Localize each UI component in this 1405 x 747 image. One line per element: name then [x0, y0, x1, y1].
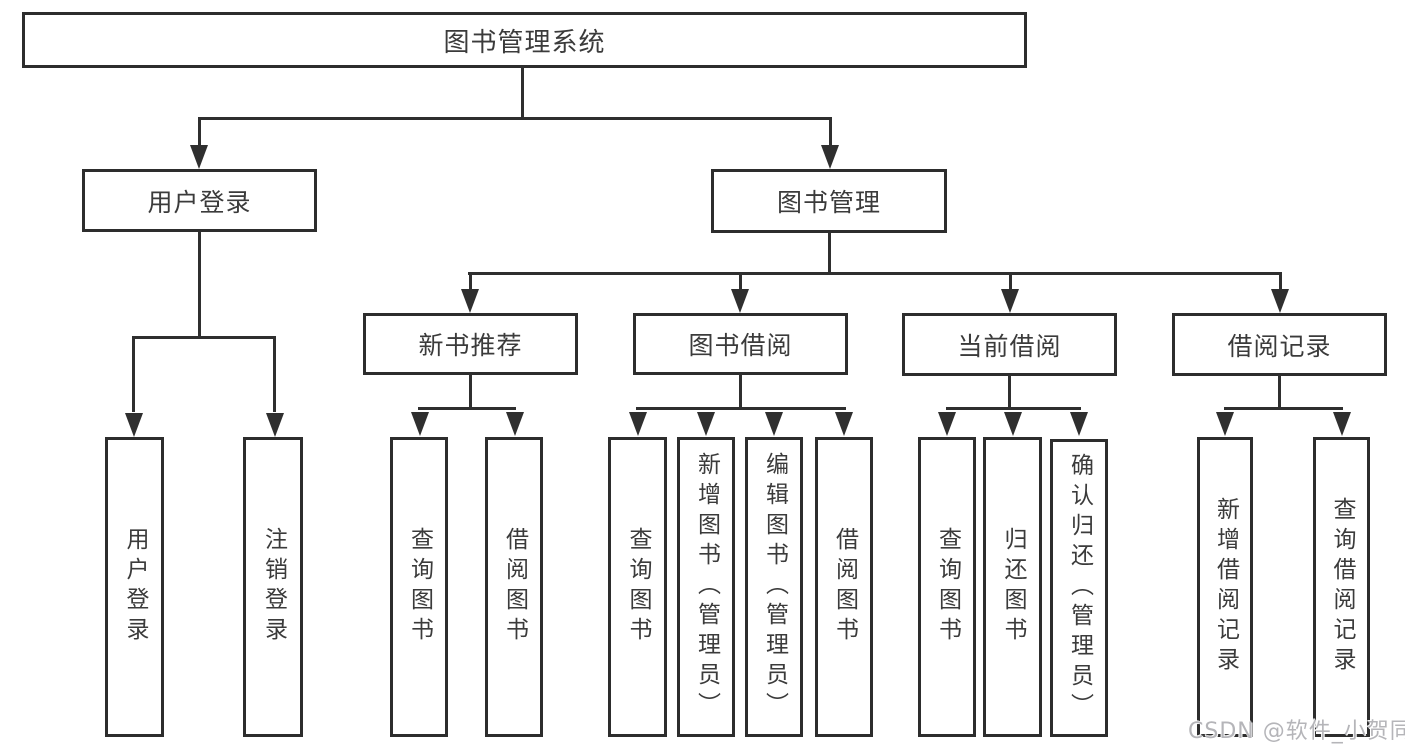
connector-recommend-vline [469, 374, 472, 410]
connector-root-left-stub [198, 119, 201, 147]
node-leaf-query-books-borrowing: 查询图书 [608, 437, 667, 737]
node-label: 借阅图书 [501, 527, 528, 647]
arrow-down-icon [938, 412, 956, 436]
node-leaf-query-books-current: 查询图书 [918, 437, 976, 737]
arrow-down-icon [125, 413, 143, 437]
node-label: 查询图书 [934, 527, 961, 647]
node-leaf-borrow-books-recommend: 借阅图书 [485, 437, 543, 737]
connector-login-left-stub [132, 338, 135, 412]
node-label: 图书管理系统 [443, 27, 606, 58]
node-label: 用户登录 [122, 527, 148, 647]
arrow-down-icon [1004, 412, 1022, 436]
arrow-down-icon [266, 413, 284, 437]
arrow-down-icon [765, 412, 783, 436]
connector-borrowing-hline [636, 407, 846, 410]
node-leaf-return-books: 归还图书 [983, 437, 1042, 737]
connector-mgmt-stub-4 [1279, 274, 1282, 291]
connector-root-hline [198, 117, 832, 120]
node-library-management-system: 图书管理系统 [22, 12, 1027, 68]
connector-login-vline [198, 231, 201, 338]
node-leaf-confirm-return-admin: 确认归还（管理员） [1050, 439, 1108, 737]
connector-login-hline [132, 336, 276, 339]
node-label: 归还图书 [1000, 527, 1026, 647]
connector-mgmt-stub-1 [469, 274, 472, 291]
arrow-down-icon [1001, 289, 1019, 313]
arrow-down-icon [629, 412, 647, 436]
node-label: 新书推荐 [418, 331, 523, 360]
node-leaf-borrow-books: 借阅图书 [815, 437, 873, 737]
connector-current-hline [946, 407, 1081, 410]
node-leaf-add-books-admin: 新增图书（管理员） [677, 437, 735, 737]
node-leaf-add-borrow-record: 新增借阅记录 [1197, 437, 1253, 737]
node-label: 编辑图书（管理员） [761, 452, 788, 722]
connector-records-hline [1224, 407, 1343, 410]
connector-mgmt-vline [828, 232, 831, 275]
node-leaf-query-borrow-record: 查询借阅记录 [1313, 437, 1370, 737]
connector-mgmt-stub-2 [739, 274, 742, 291]
connector-recommend-hline [418, 407, 516, 410]
node-label: 查询图书 [406, 527, 433, 647]
arrow-down-icon [1216, 412, 1234, 436]
node-label: 图书借阅 [688, 331, 793, 360]
arrow-down-icon [835, 412, 853, 436]
node-label: 注销登录 [260, 527, 287, 647]
arrow-down-icon [506, 412, 524, 436]
connector-records-vline [1278, 375, 1281, 410]
connector-root-right-stub [829, 119, 832, 147]
node-label: 确认归还（管理员） [1066, 453, 1093, 723]
connector-root-vline [521, 66, 524, 120]
node-label: 借阅记录 [1227, 331, 1332, 361]
node-label: 当前借阅 [957, 331, 1062, 361]
node-leaf-query-books-recommend: 查询图书 [390, 437, 448, 737]
node-label: 借阅图书 [831, 527, 858, 647]
node-label: 新增图书（管理员） [693, 452, 720, 722]
arrow-down-icon [461, 289, 479, 313]
arrow-down-icon [1070, 412, 1088, 436]
arrow-down-icon [1271, 289, 1289, 313]
node-book-management: 图书管理 [711, 169, 947, 233]
connector-borrowing-vline [739, 374, 742, 410]
arrow-down-icon [697, 412, 715, 436]
node-label: 图书管理 [776, 188, 881, 217]
connector-login-right-stub [273, 338, 276, 412]
arrow-down-icon [1333, 412, 1351, 436]
connector-current-vline [1008, 375, 1011, 410]
node-leaf-edit-books-admin: 编辑图书（管理员） [745, 437, 803, 737]
arrow-down-icon [731, 289, 749, 313]
node-book-borrowing: 图书借阅 [633, 313, 848, 375]
csdn-watermark: CSDN @软件_小贺同学 [1188, 719, 1405, 744]
node-label: 查询借阅记录 [1329, 497, 1355, 677]
arrow-down-icon [821, 145, 839, 169]
node-label: 用户登录 [147, 187, 252, 217]
arrow-down-icon [411, 412, 429, 436]
node-user-login-group: 用户登录 [82, 169, 317, 232]
arrow-down-icon [190, 145, 208, 169]
node-current-borrowing: 当前借阅 [902, 313, 1117, 376]
node-borrowing-records: 借阅记录 [1172, 313, 1387, 376]
node-leaf-logout: 注销登录 [243, 437, 303, 737]
node-leaf-user-login: 用户登录 [105, 437, 164, 737]
connector-mgmt-stub-3 [1009, 274, 1012, 291]
node-new-book-recommend: 新书推荐 [363, 313, 578, 375]
connector-mgmt-hline [468, 272, 1282, 275]
node-label: 新增借阅记录 [1212, 497, 1239, 677]
node-label: 查询图书 [625, 527, 651, 647]
